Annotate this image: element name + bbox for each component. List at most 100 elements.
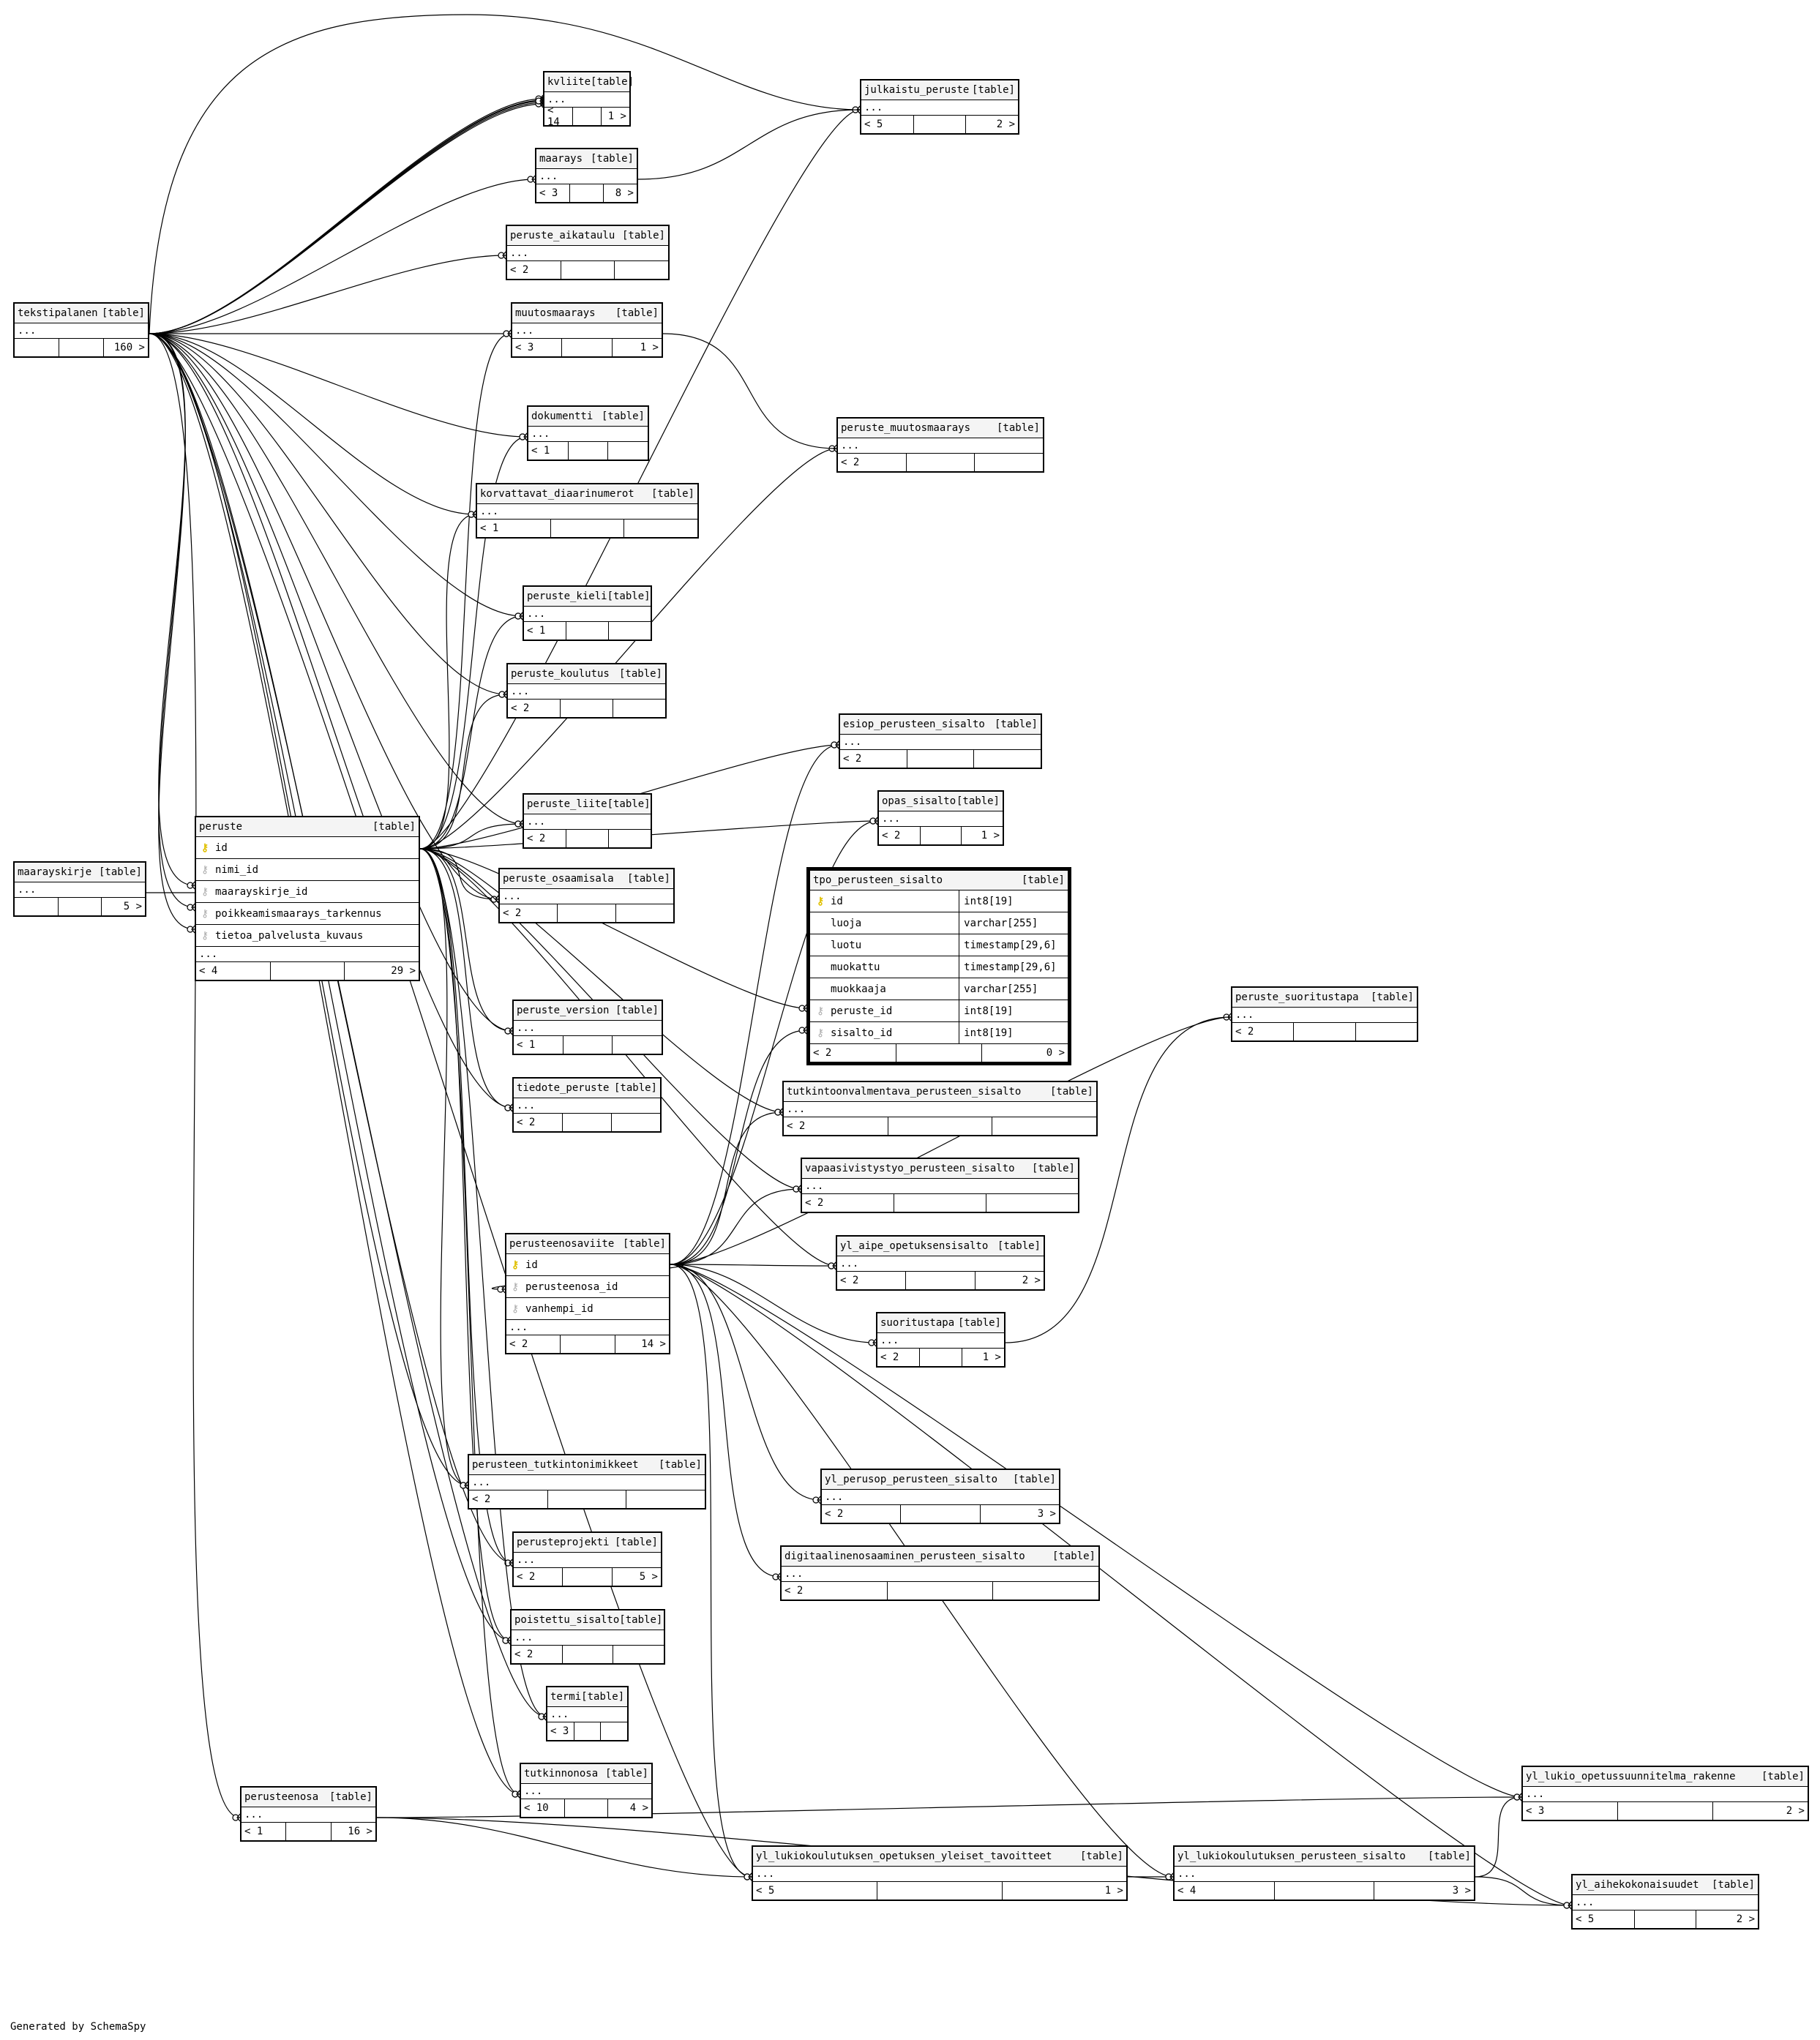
parents-link[interactable]: < 2 [784,1117,888,1135]
children-link[interactable] [615,261,668,279]
children-link[interactable]: 2 > [1736,1913,1756,1925]
children-link[interactable]: 8 > [615,187,634,199]
children-link[interactable] [986,1194,1078,1212]
children-link[interactable]: 1 > [1104,1885,1123,1897]
table-yl-lukio-opetussuunnitelma-rakenne[interactable]: yl_lukio_opetussuunnitelma_rakenne[table… [1521,1766,1809,1821]
parents-link[interactable]: < 2 [514,1568,563,1586]
parents-link[interactable]: < 3 [547,1722,574,1740]
table-peruste[interactable]: peruste[table]⚷id⚷nimi_id⚷maarayskirje_i… [195,816,420,981]
column-row[interactable]: ⚷perusteenosa_id [506,1276,669,1298]
parents-link[interactable]: < 2 [877,1349,920,1366]
parents-link[interactable]: < 3 [536,184,570,202]
column-row[interactable]: ⚷tietoa_palvelusta_kuvaus [196,925,419,947]
children-link[interactable] [613,700,665,717]
table-maarayskirje[interactable]: maarayskirje[table]...5 > [13,861,146,917]
parents-link[interactable]: < 2 [822,1505,902,1523]
column-row[interactable]: ⚷id [506,1254,669,1276]
table-peruste-koulutus[interactable]: peruste_koulutus[table]...< 2 [506,663,667,719]
parents-link[interactable]: < 2 [506,1335,561,1353]
children-link[interactable] [992,1117,1096,1135]
column-row[interactable]: ⚷poikkeamismaarays_tarkennus [196,903,419,925]
children-link[interactable]: 2 > [1022,1275,1041,1286]
table-dokumentti[interactable]: dokumentti[table]...< 1 [527,405,649,461]
table-tutkintoonvalmentava-perusteen-sisalto[interactable]: tutkintoonvalmentava_perusteen_sisalto[t… [782,1081,1098,1136]
table-esiop-perusteen-sisalto[interactable]: esiop_perusteen_sisalto[table]...< 2 [839,713,1042,769]
column-row[interactable]: ⚷vanhempi_id [506,1298,669,1320]
parents-link[interactable]: < 2 [508,700,561,717]
parents-link[interactable]: < 2 [1232,1023,1295,1040]
children-link[interactable] [993,1582,1098,1600]
table-termi[interactable]: termi[table]...< 3 [546,1686,629,1741]
parents-link[interactable]: < 5 [1573,1910,1635,1928]
children-link[interactable]: 160 > [113,342,145,353]
table-peruste-aikataulu[interactable]: peruste_aikataulu[table]...< 2 [506,225,670,280]
children-link[interactable]: 3 > [1452,1885,1472,1897]
parents-link[interactable]: < 2 [840,750,907,768]
parents-link[interactable]: < 2 [802,1194,894,1212]
children-link[interactable]: 14 > [641,1338,666,1350]
children-link[interactable]: 1 > [982,1351,1001,1363]
children-link[interactable] [616,904,673,922]
parents-link[interactable] [15,339,59,356]
parents-link[interactable]: < 2 [512,1646,563,1663]
children-link[interactable]: 3 > [1037,1508,1056,1520]
table-yl-perusop-perusteen-sisalto[interactable]: yl_perusop_perusteen_sisalto[table]...< … [820,1469,1060,1524]
children-link[interactable]: 16 > [348,1826,372,1837]
table-peruste-version[interactable]: peruste_version[table]...< 1 [512,1000,663,1055]
children-link[interactable]: 5 > [639,1571,658,1583]
parents-link[interactable]: < 5 [861,116,914,133]
parents-link[interactable]: < 1 [514,1036,563,1054]
children-link[interactable] [975,454,1043,471]
table-perusteen-tutkintonimikkeet[interactable]: perusteen_tutkintonimikkeet[table]...< 2 [468,1454,706,1510]
parents-link[interactable]: < 1 [524,622,566,640]
parents-link[interactable]: < 2 [810,1044,896,1062]
parents-link[interactable] [15,898,59,915]
parents-link[interactable]: < 2 [782,1582,888,1600]
children-link[interactable]: 1 > [981,830,1000,841]
table-digitaalinenosaaminen-perusteen-sisalto[interactable]: digitaalinenosaaminen_perusteen_sisalto[… [780,1545,1100,1601]
parents-link[interactable]: < 2 [514,1114,563,1131]
children-link[interactable]: 0 > [1046,1047,1066,1059]
parents-link[interactable]: < 1 [528,442,569,460]
parents-link[interactable]: < 2 [838,454,907,471]
column-row[interactable]: ⚷maarayskirje_id [196,881,419,903]
parents-link[interactable]: < 2 [524,830,566,847]
table-korvattavat-diaarinumerot[interactable]: korvattavat_diaarinumerot[table]...< 1 [476,483,699,539]
children-link[interactable]: 1 > [607,110,626,122]
children-link[interactable]: 29 > [391,965,416,977]
children-link[interactable] [974,750,1041,768]
table-peruste-osaamisala[interactable]: peruste_osaamisala[table]...< 2 [498,868,675,923]
children-link[interactable] [609,830,651,847]
children-link[interactable] [1356,1023,1417,1040]
children-link[interactable] [609,622,651,640]
children-link[interactable] [612,1114,660,1131]
children-link[interactable] [608,442,648,460]
parents-link[interactable]: < 2 [500,904,558,922]
parents-link[interactable]: < 5 [753,1882,878,1900]
table-vapaasivistystyo-perusteen-sisalto[interactable]: vapaasivistystyo_perusteen_sisalto[table… [801,1158,1079,1213]
children-link[interactable] [624,520,697,537]
parents-link[interactable]: < 3 [1523,1802,1618,1820]
table-peruste-suoritustapa[interactable]: peruste_suoritustapa[table]...< 2 [1231,986,1418,1042]
parents-link[interactable]: < 2 [507,261,561,279]
parents-link[interactable]: < 14 [544,105,573,128]
children-link[interactable] [613,1036,662,1054]
children-link[interactable]: 2 > [996,119,1016,130]
children-link[interactable]: 1 > [640,342,659,353]
table-perusteenosaviite[interactable]: perusteenosaviite[table]⚷id⚷perusteenosa… [505,1233,670,1354]
column-row[interactable]: ⚷id [196,837,419,859]
table-peruste-kieli[interactable]: peruste_kieli[table]...< 1 [523,585,652,641]
